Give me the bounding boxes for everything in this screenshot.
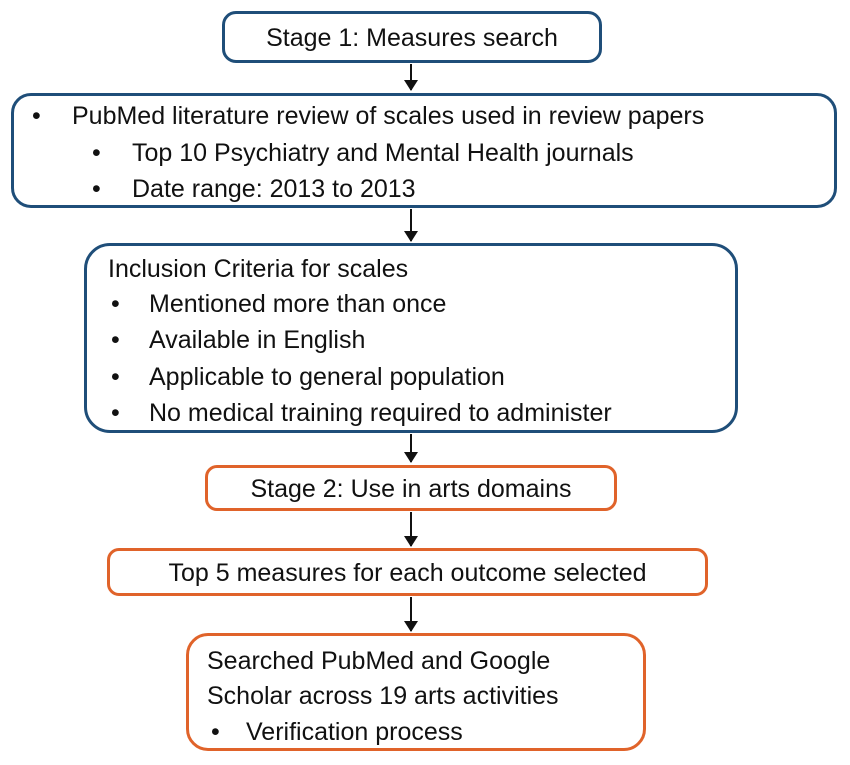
verification-item: • Verification process bbox=[211, 714, 463, 751]
bullet-icon: • bbox=[92, 175, 101, 203]
pubmed-review-box: • PubMed literature review of scales use… bbox=[11, 93, 837, 208]
inclusion-item-1: • Mentioned more than once bbox=[111, 286, 446, 323]
inclusion-item-3: • Applicable to general population bbox=[111, 359, 505, 396]
stage2-title: Stage 2: Use in arts domains bbox=[250, 475, 572, 503]
bullet-icon: • bbox=[111, 326, 120, 354]
arrow-2 bbox=[404, 209, 418, 242]
arrow-3 bbox=[404, 434, 418, 463]
pubmed-item-1: • PubMed literature review of scales use… bbox=[32, 98, 704, 135]
pubmed-item-2-text: Top 10 Psychiatry and Mental Health jour… bbox=[132, 139, 634, 167]
inclusion-criteria-box: Inclusion Criteria for scales • Mentione… bbox=[84, 243, 738, 433]
bullet-icon: • bbox=[111, 290, 120, 318]
inclusion-item-4: • No medical training required to admini… bbox=[111, 395, 612, 432]
inclusion-item-2-text: Available in English bbox=[149, 326, 366, 354]
bullet-icon: • bbox=[211, 718, 220, 746]
inclusion-title: Inclusion Criteria for scales bbox=[108, 255, 409, 283]
verification-item-text: Verification process bbox=[246, 718, 463, 746]
top5-box: Top 5 measures for each outcome selected bbox=[107, 548, 708, 596]
inclusion-item-2: • Available in English bbox=[111, 322, 365, 359]
bullet-icon: • bbox=[111, 399, 120, 427]
top5-title: Top 5 measures for each outcome selected bbox=[168, 559, 647, 587]
pubmed-item-3: • Date range: 2013 to 2013 bbox=[92, 171, 416, 208]
inclusion-item-4-text: No medical training required to administ… bbox=[149, 399, 612, 427]
pubmed-item-2: • Top 10 Psychiatry and Mental Health jo… bbox=[92, 135, 634, 172]
bullet-icon: • bbox=[92, 139, 101, 167]
search-line-1: Searched PubMed and Google bbox=[207, 647, 551, 675]
search-activities-box: Searched PubMed and Google Scholar acros… bbox=[186, 633, 646, 751]
inclusion-item-3-text: Applicable to general population bbox=[149, 363, 505, 391]
bullet-icon: • bbox=[111, 363, 120, 391]
stage1-title: Stage 1: Measures search bbox=[266, 24, 558, 52]
search-line-2: Scholar across 19 arts activities bbox=[207, 682, 559, 710]
bullet-icon: • bbox=[32, 102, 41, 130]
pubmed-item-1-text: PubMed literature review of scales used … bbox=[72, 102, 705, 130]
arrow-4 bbox=[404, 512, 418, 547]
pubmed-item-3-text: Date range: 2013 to 2013 bbox=[132, 175, 416, 203]
stage2-box: Stage 2: Use in arts domains bbox=[205, 465, 617, 511]
inclusion-item-1-text: Mentioned more than once bbox=[149, 290, 447, 318]
stage1-box: Stage 1: Measures search bbox=[222, 11, 602, 63]
arrow-5 bbox=[404, 597, 418, 632]
arrow-1 bbox=[404, 64, 418, 91]
